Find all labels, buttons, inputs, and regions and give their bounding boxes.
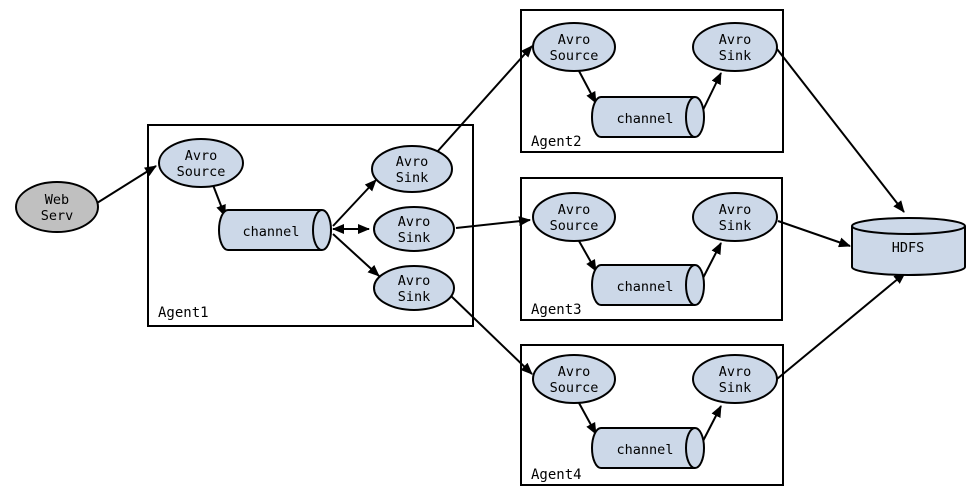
agent1-avro-sink3-node (373, 265, 455, 311)
agent2-channel-cylinder-cap (685, 96, 696, 138)
hdfs-label: HDFS (892, 240, 925, 256)
edge-agent1-sink3-to-agent4-source (449, 294, 533, 375)
edge-agent1-source-to-channel (212, 184, 226, 217)
agent1-sink1-label-line1: Avro (396, 154, 429, 170)
edge-agent1-sink1-to-agent2-source (436, 45, 533, 153)
agent2-sink-label-line2: Sink (719, 48, 752, 64)
agent3-avro-sink-node (692, 192, 778, 242)
edge-agent1-channel-to-sink1 (332, 179, 377, 227)
agent3-sink-label-line1: Avro (719, 202, 752, 218)
agent4-channel-label: channel (617, 442, 674, 458)
web-server-label-line2: Serv (41, 208, 74, 224)
agent1-sink2-label-line1: Avro (398, 214, 431, 230)
agent1-label: Agent1 (158, 305, 209, 321)
edge-agent4-sink-to-hdfs (776, 272, 906, 380)
agent2-avro-source-node (532, 22, 616, 72)
edge-agent2-source-to-channel (578, 70, 597, 104)
agent4-source-label-line1: Avro (558, 364, 591, 380)
web-server-label-line1: Web (45, 192, 69, 208)
agent4-avro-source-node (532, 354, 616, 404)
agent2-source-label-line2: Source (550, 48, 599, 64)
agent1-source-label-line1: Avro (185, 148, 218, 164)
agent3-avro-source-node (532, 192, 616, 242)
agent3-channel-label: channel (617, 279, 674, 295)
agent4-label: Agent4 (531, 467, 582, 483)
agent1-avro-sink1-node (371, 145, 453, 193)
agent4-source-label-line2: Source (550, 380, 599, 396)
edge-agent4-source-to-channel (578, 402, 597, 435)
agent1-sink3-label-line1: Avro (398, 273, 431, 289)
agent1-channel-label: channel (243, 224, 300, 240)
agent2-channel-label: channel (617, 111, 674, 127)
agent4-channel-cylinder-cap (685, 427, 696, 469)
agent1-avro-sink2-node (373, 206, 455, 252)
edge-agent4-channel-to-sink (702, 405, 722, 442)
agent2-box (520, 9, 784, 153)
agent3-channel-cylinder-cap (685, 264, 696, 306)
edge-agent1-sink2-to-agent3-source (455, 216, 531, 229)
agent2-avro-sink-node (692, 22, 778, 72)
agent3-sink-label-line2: Sink (719, 218, 752, 234)
edge-agent2-channel-to-sink (702, 72, 722, 111)
agent3-label: Agent3 (531, 302, 582, 318)
edge-agent1-channel-to-sink3 (332, 233, 380, 277)
agent2-sink-label-line1: Avro (719, 32, 752, 48)
agent2-source-label-line1: Avro (558, 32, 591, 48)
agent4-box (520, 344, 784, 486)
web-server-node (15, 181, 99, 233)
agent1-channel-cylinder-cap (312, 209, 323, 251)
hdfs-cylinder-cap (851, 225, 966, 235)
edge-agent3-source-to-channel (578, 240, 597, 272)
agent3-source-label-line1: Avro (558, 202, 591, 218)
edge-agent2-sink-to-hdfs (776, 48, 905, 213)
agent2-label: Agent2 (531, 134, 582, 150)
agent1-sink2-label-line2: Sink (398, 230, 431, 246)
agent3-box (520, 177, 783, 321)
agent1-avro-source-node (158, 138, 244, 188)
edge-agent3-channel-to-sink (702, 242, 722, 279)
agent4-avro-sink-node (692, 354, 778, 404)
agent4-sink-label-line2: Sink (719, 380, 752, 396)
agent1-sink3-label-line2: Sink (398, 289, 431, 305)
agent4-sink-label-line1: Avro (719, 364, 752, 380)
agent1-source-label-line2: Source (177, 164, 226, 180)
edge-agent3-sink-to-hdfs (777, 220, 851, 248)
agent1-sink1-label-line2: Sink (396, 170, 429, 186)
agent3-source-label-line2: Source (550, 218, 599, 234)
edge-webserv-to-agent1-source (96, 165, 157, 204)
